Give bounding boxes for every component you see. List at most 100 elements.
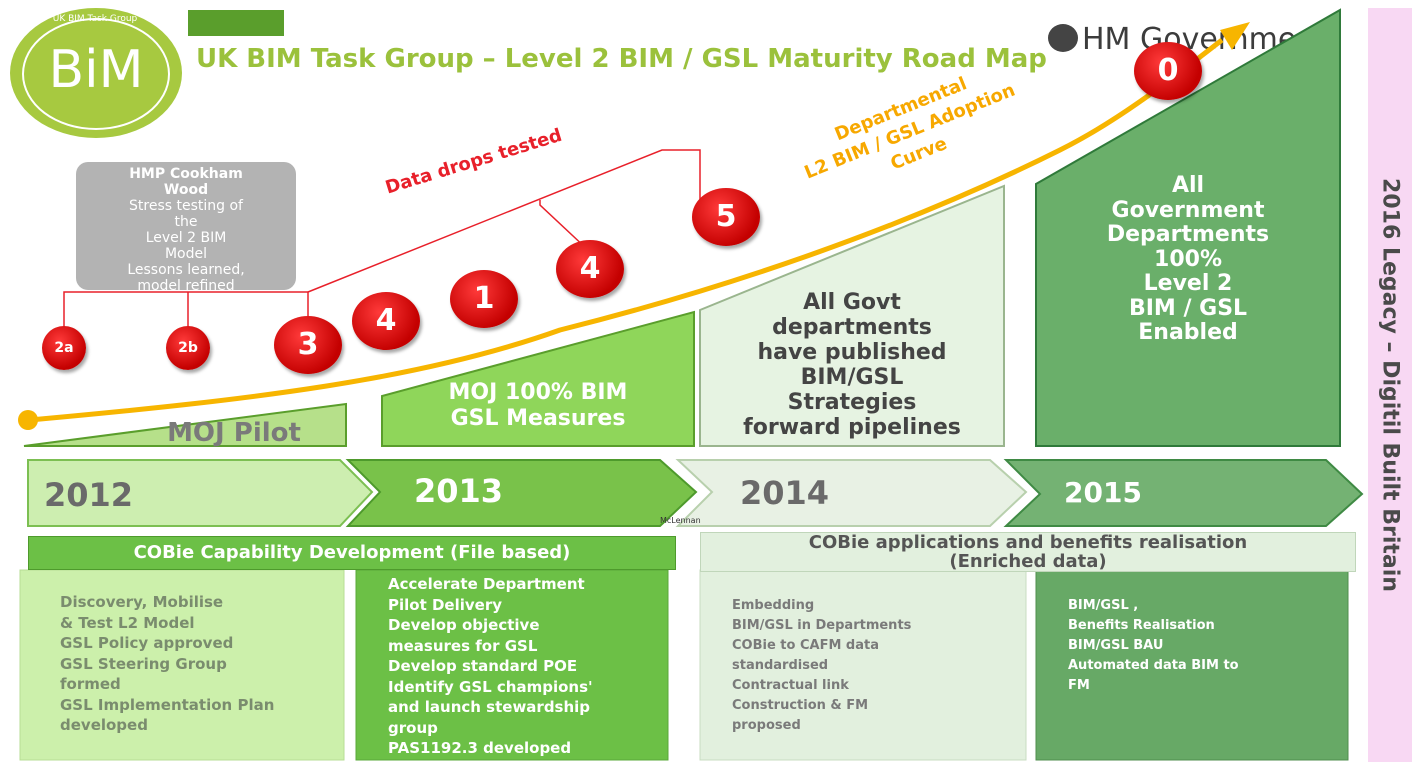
- milestone-ball-2b: 2b: [166, 326, 210, 370]
- column-line: FM: [1068, 678, 1090, 693]
- column-line: & Test L2 Model: [60, 613, 195, 632]
- adoption-curve-arrowhead: [1220, 22, 1250, 50]
- step-all-gov-dept-line: Departments: [1106, 222, 1270, 247]
- milestone-ball-0: 0: [1134, 42, 1202, 100]
- phase-bar-right-line: (Enriched data): [949, 551, 1107, 572]
- column-line: GSL Steering Group: [60, 654, 227, 673]
- step-all-gov-dept-label: All Government Departments 100% Level 2 …: [1040, 173, 1336, 346]
- pilot-box-title: HMP Cookham: [129, 166, 243, 182]
- step-all-gov-dept-shape: [1035, 8, 1341, 447]
- column-line: group: [388, 718, 438, 737]
- column-line: developed: [60, 716, 148, 734]
- column-2-shape: [355, 569, 669, 761]
- step-all-gov-dept-line: Level 2: [1143, 271, 1233, 296]
- bim-logo-arc-text: UK BIM Task Group: [52, 14, 138, 24]
- column-3-text: Embedding BIM/GSL in Departments COBie t…: [732, 596, 1022, 736]
- column-line: Construction & FM: [732, 698, 869, 713]
- phase-bar-right-line: COBie applications and benefits realisat…: [808, 532, 1248, 553]
- column-1-shape: [19, 569, 345, 761]
- bim-logo-text: BiM: [48, 40, 144, 100]
- column-line: Contractual link: [732, 678, 849, 693]
- pilot-box-line: model refined: [137, 278, 235, 294]
- step-moj-100-line: MOJ 100% BIM: [448, 380, 628, 405]
- pilot-box-line: Level 2 BIM: [145, 230, 227, 246]
- column-line: Develop standard POE: [388, 657, 578, 675]
- step-all-govt-line: All Govt: [803, 290, 901, 315]
- column-line: Discovery, Mobilise: [60, 593, 224, 611]
- column-line: BIM/GSL BAU: [1068, 638, 1164, 653]
- header-accent-bar: [188, 10, 284, 36]
- legacy-banner: 2016 Legacy – Digitil Built Britain: [1368, 8, 1412, 762]
- milestone-ball-4b: 4: [556, 240, 624, 298]
- step-all-govt-label: All Govt departments have published BIM/…: [700, 290, 1004, 440]
- pilot-info-box: HMP Cookham Wood Stress testing of the L…: [76, 162, 296, 294]
- step-all-govt-line: forward pipelines: [743, 415, 961, 440]
- year-2014-label: 2014: [740, 474, 830, 512]
- column-line: and launch stewardship: [388, 698, 591, 716]
- bim-logo-ring: [22, 18, 170, 130]
- milestone-ball-4: 4: [352, 292, 420, 350]
- year-2015-label: 2015: [1064, 476, 1142, 509]
- column-line: Embedding: [732, 598, 815, 613]
- column-line: measures for GSL: [388, 636, 538, 655]
- year-2013-label: 2013: [414, 472, 504, 510]
- column-line: GSL Policy approved: [60, 634, 234, 652]
- step-moj-100-label: MOJ 100% BIM GSL Measures: [382, 380, 694, 432]
- year-2012-shape: [27, 459, 374, 527]
- column-3-shape: [699, 569, 1027, 761]
- column-line: formed: [60, 675, 121, 693]
- pilot-box-line: the: [174, 214, 198, 230]
- curve-start-dot: [18, 410, 38, 430]
- year-2013-shape: [345, 459, 698, 527]
- column-2-text: Accelerate Department Pilot Delivery Dev…: [388, 574, 666, 759]
- step-all-gov-dept-line: 100%: [1154, 246, 1222, 272]
- column-line: standardised: [732, 658, 829, 673]
- pilot-box-line: Model: [164, 246, 208, 262]
- step-moj-pilot-label: MOJ Pilot: [167, 418, 301, 448]
- milestone-ball-3: 3: [274, 316, 342, 374]
- step-all-govt-line: departments: [772, 315, 932, 340]
- column-4-text: BIM/GSL , Benefits Realisation BIM/GSL B…: [1068, 596, 1344, 696]
- step-moj-100-shape: [381, 310, 695, 447]
- crest-icon: [1048, 24, 1078, 52]
- column-line: proposed: [732, 718, 801, 733]
- pilot-box-title-2: Wood: [163, 182, 209, 198]
- column-line: PAS1192.3 developed: [388, 739, 572, 757]
- milestone-ball-5: 5: [692, 188, 760, 246]
- column-line: Identify GSL champions': [388, 677, 593, 696]
- year-2015-shape: [1003, 459, 1364, 527]
- step-all-govt-line: have published: [757, 340, 947, 365]
- phase-bar-right: COBie applications and benefits realisat…: [700, 532, 1356, 572]
- column-line: Pilot Delivery: [388, 595, 503, 614]
- step-all-gov-dept-line: Government: [1111, 197, 1265, 223]
- column-line: GSL Implementation Plan: [60, 695, 275, 714]
- column-line: BIM/GSL ,: [1068, 598, 1139, 613]
- milestone-ball-1: 1: [450, 270, 518, 328]
- column-line: Accelerate Department: [388, 575, 585, 593]
- pilot-box-line: Stress testing of: [129, 198, 243, 214]
- column-4-shape: [1035, 569, 1349, 761]
- phase-bar-left: COBie Capability Development (File based…: [28, 536, 676, 570]
- column-line: Benefits Realisation: [1068, 618, 1215, 633]
- tiny-credit-label: McLennan: [660, 516, 701, 525]
- step-all-gov-dept-line: Enabled: [1138, 320, 1238, 345]
- year-2014-shape: [675, 459, 1028, 527]
- milestone-ball-2a: 2a: [42, 326, 86, 370]
- column-1-text: Discovery, Mobilise & Test L2 Model GSL …: [60, 592, 340, 736]
- column-line: Automated data BIM to: [1068, 658, 1239, 673]
- step-moj-100-line: GSL Measures: [450, 406, 626, 431]
- column-line: Develop objective: [388, 616, 540, 634]
- phase-bar-left-text: COBie Capability Development (File based…: [133, 542, 571, 563]
- column-line: COBie to CAFM data: [732, 638, 879, 653]
- step-all-govt-line: BIM/GSL: [800, 365, 904, 390]
- adoption-curve: [29, 38, 1224, 423]
- column-line: BIM/GSL in Departments: [732, 618, 912, 633]
- step-all-govt-shape: [699, 184, 1005, 447]
- step-all-gov-dept-line: BIM / GSL: [1128, 295, 1248, 321]
- page-title: UK BIM Task Group – Level 2 BIM / GSL Ma…: [196, 44, 1047, 74]
- pilot-box-line: Lessons learned,: [127, 262, 245, 278]
- step-all-govt-line: Strategies: [787, 390, 917, 415]
- step-moj-pilot-shape: [23, 402, 347, 447]
- step-all-gov-dept-line: All: [1171, 173, 1205, 198]
